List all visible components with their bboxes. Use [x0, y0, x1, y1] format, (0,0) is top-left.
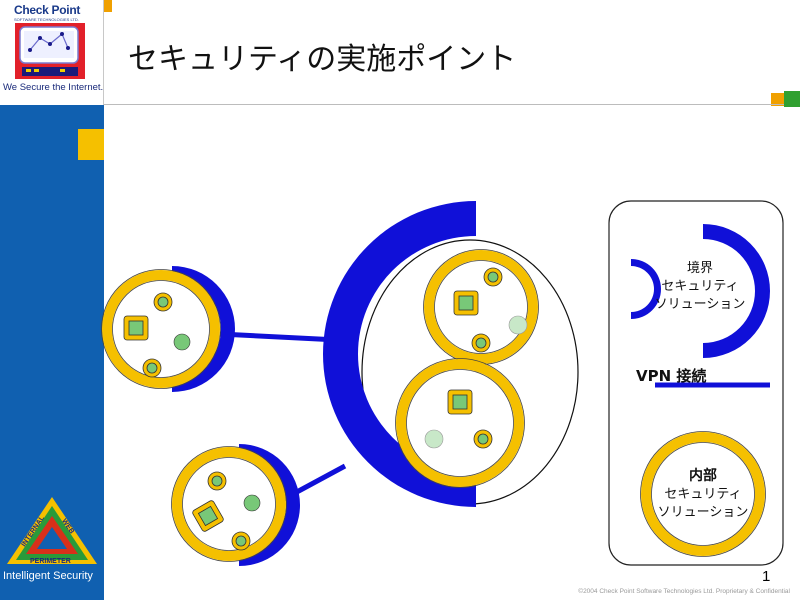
accent-square-green-right: [784, 91, 800, 107]
left-site-ring: [102, 270, 220, 388]
legend-perimeter-line-3: ソリューション: [655, 297, 746, 312]
legend-vpn-label: VPN 接続: [636, 367, 706, 385]
legend-internal-line-3: ソリューション: [658, 505, 749, 520]
upper-host-faded: [508, 315, 528, 335]
legend-internal-line-2: セキュリティ: [664, 487, 741, 502]
tagline: We Secure the Internet.: [3, 82, 104, 93]
legend-internal-line-1: 内部: [689, 467, 717, 484]
sidebar-accent-square-inner: [72, 129, 78, 160]
large-perimeter-arc: [323, 201, 476, 507]
page-number: 1: [762, 568, 771, 585]
triangle-word-perimeter: PERIMETER: [30, 558, 71, 565]
lower-segment-ring: [396, 359, 524, 487]
logo-monitor-icon: [15, 23, 85, 79]
legend-small-arc: [631, 259, 661, 319]
sidebar: [0, 105, 104, 600]
perimeter-triangle-logo: INTERNAL WEB PERIMETER: [7, 497, 97, 565]
legend-perimeter-line-2: セキュリティ: [661, 279, 738, 294]
legend-perimeter-line-1: 境界: [687, 261, 713, 276]
left-perimeter-arc: [172, 266, 235, 392]
bottom-host: [243, 494, 261, 512]
vpn-link-upper: [219, 331, 339, 343]
intelligent-security-label: Intelligent Security: [3, 570, 93, 582]
bottom-perimeter-arc: [239, 444, 300, 566]
legend-internal-ring: [641, 432, 765, 556]
legend-large-arc: [703, 224, 770, 358]
header-rule: [104, 104, 784, 105]
accent-square-orange-right: [771, 93, 784, 106]
lower-host-faded: [424, 429, 444, 449]
footer-copyright: ©2004 Check Point Software Technologies …: [578, 588, 790, 595]
logo-name: Check Point: [14, 3, 81, 17]
logo-subtitle: SOFTWARE TECHNOLOGIES LTD.: [14, 17, 79, 22]
upper-segment-ring: [424, 250, 538, 364]
bottom-site-ring: [172, 447, 286, 561]
logo-area: Check Point SOFTWARE TECHNOLOGIES LTD. W…: [0, 0, 104, 105]
left-host: [173, 333, 191, 351]
accent-square-orange-top: [104, 0, 112, 12]
page-title: セキュリティの実施ポイント: [128, 42, 517, 77]
